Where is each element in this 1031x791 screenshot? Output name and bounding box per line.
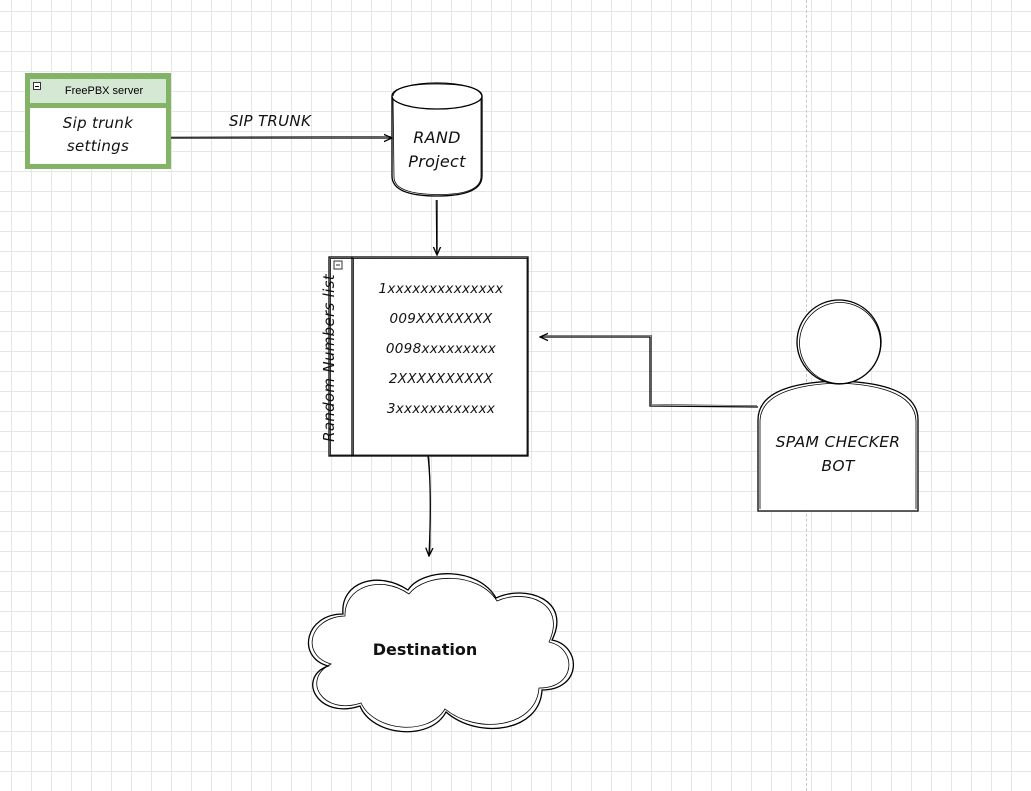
rand-to-list-connector[interactable] bbox=[436, 199, 437, 255]
random-numbers-list-container[interactable] bbox=[328, 256, 529, 457]
number-list-item[interactable]: 2XXXXXXXXXX bbox=[388, 371, 494, 387]
number-list-item[interactable]: 0098xxxxxxxxx bbox=[385, 341, 497, 357]
random-numbers-list-items: 1xxxxxxxxxxxxxx 009XXXXXXXX 0098xxxxxxxx… bbox=[356, 274, 526, 424]
number-list-item[interactable]: 009XXXXXXXX bbox=[389, 311, 493, 327]
spam-checker-bot-shape[interactable] bbox=[757, 299, 919, 512]
sip-trunk-settings-line2: settings bbox=[66, 137, 130, 155]
random-numbers-list-title: Random Numbers list bbox=[320, 274, 338, 442]
sip-trunk-settings-line1: Sip trunk bbox=[62, 114, 134, 132]
list-collapse-icon[interactable] bbox=[333, 260, 343, 270]
freepbx-header: FreePBX server bbox=[30, 79, 166, 103]
sip-trunk-settings[interactable]: Sip trunk settings bbox=[30, 108, 166, 164]
destination-label: Destination bbox=[372, 640, 478, 659]
rand-project-cylinder[interactable] bbox=[391, 82, 483, 197]
sip-trunk-label: SIP TRUNK bbox=[229, 112, 312, 130]
bot-to-list-connector[interactable] bbox=[540, 336, 759, 408]
number-list-item[interactable]: 3xxxxxxxxxxxx bbox=[386, 401, 496, 417]
spam-checker-bot-line1: SPAM CHECKER bbox=[775, 433, 901, 451]
freepbx-title: FreePBX server bbox=[64, 85, 144, 97]
list-to-destination-connector[interactable] bbox=[428, 455, 430, 556]
rand-project-label: RAND Project bbox=[392, 126, 482, 174]
sip-trunk-connector[interactable] bbox=[170, 137, 392, 139]
rand-project-line2: Project bbox=[408, 152, 466, 171]
sip-trunk-settings-label: Sip trunk settings bbox=[30, 112, 166, 158]
spam-checker-bot-line2: BOT bbox=[821, 457, 855, 475]
destination-cloud[interactable] bbox=[308, 573, 575, 733]
freepbx-container[interactable]: FreePBX server Sip trunk settings bbox=[25, 73, 171, 169]
rand-project-line1: RAND bbox=[413, 128, 461, 147]
spam-checker-bot-label: SPAM CHECKER BOT bbox=[758, 430, 918, 478]
collapse-toggle[interactable] bbox=[33, 82, 41, 90]
number-list-item[interactable]: 1xxxxxxxxxxxxxx bbox=[378, 281, 504, 297]
